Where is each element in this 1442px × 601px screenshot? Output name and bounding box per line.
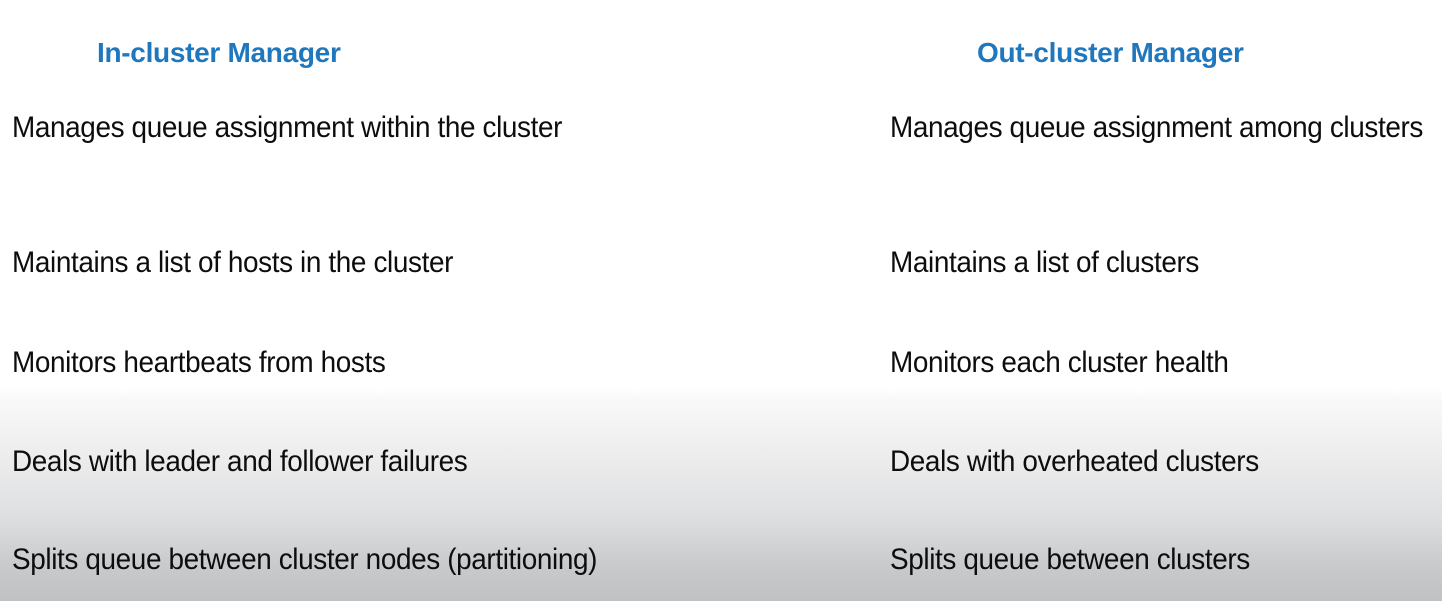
list-item: Monitors each cluster health bbox=[890, 346, 1229, 379]
list-item: Maintains a list of hosts in the cluster bbox=[12, 246, 454, 279]
column-in-cluster-manager: In-cluster Manager Manages queue assignm… bbox=[12, 0, 872, 601]
column-header-in-cluster-manager: In-cluster Manager bbox=[97, 37, 341, 68]
list-item: Splits queue between cluster nodes (part… bbox=[12, 543, 598, 576]
list-item: Deals with overheated clusters bbox=[890, 445, 1259, 478]
list-item: Splits queue between clusters bbox=[890, 543, 1250, 576]
column-header-out-cluster-manager: Out-cluster Manager bbox=[977, 37, 1244, 68]
column-out-cluster-manager: Out-cluster Manager Manages queue assign… bbox=[890, 0, 1442, 601]
list-item: Monitors heartbeats from hosts bbox=[12, 346, 386, 379]
list-item: Manages queue assignment among clusters bbox=[890, 111, 1423, 144]
list-item: Maintains a list of clusters bbox=[890, 246, 1200, 279]
list-item: Manages queue assignment within the clus… bbox=[12, 111, 563, 144]
list-item: Deals with leader and follower failures bbox=[12, 445, 468, 478]
